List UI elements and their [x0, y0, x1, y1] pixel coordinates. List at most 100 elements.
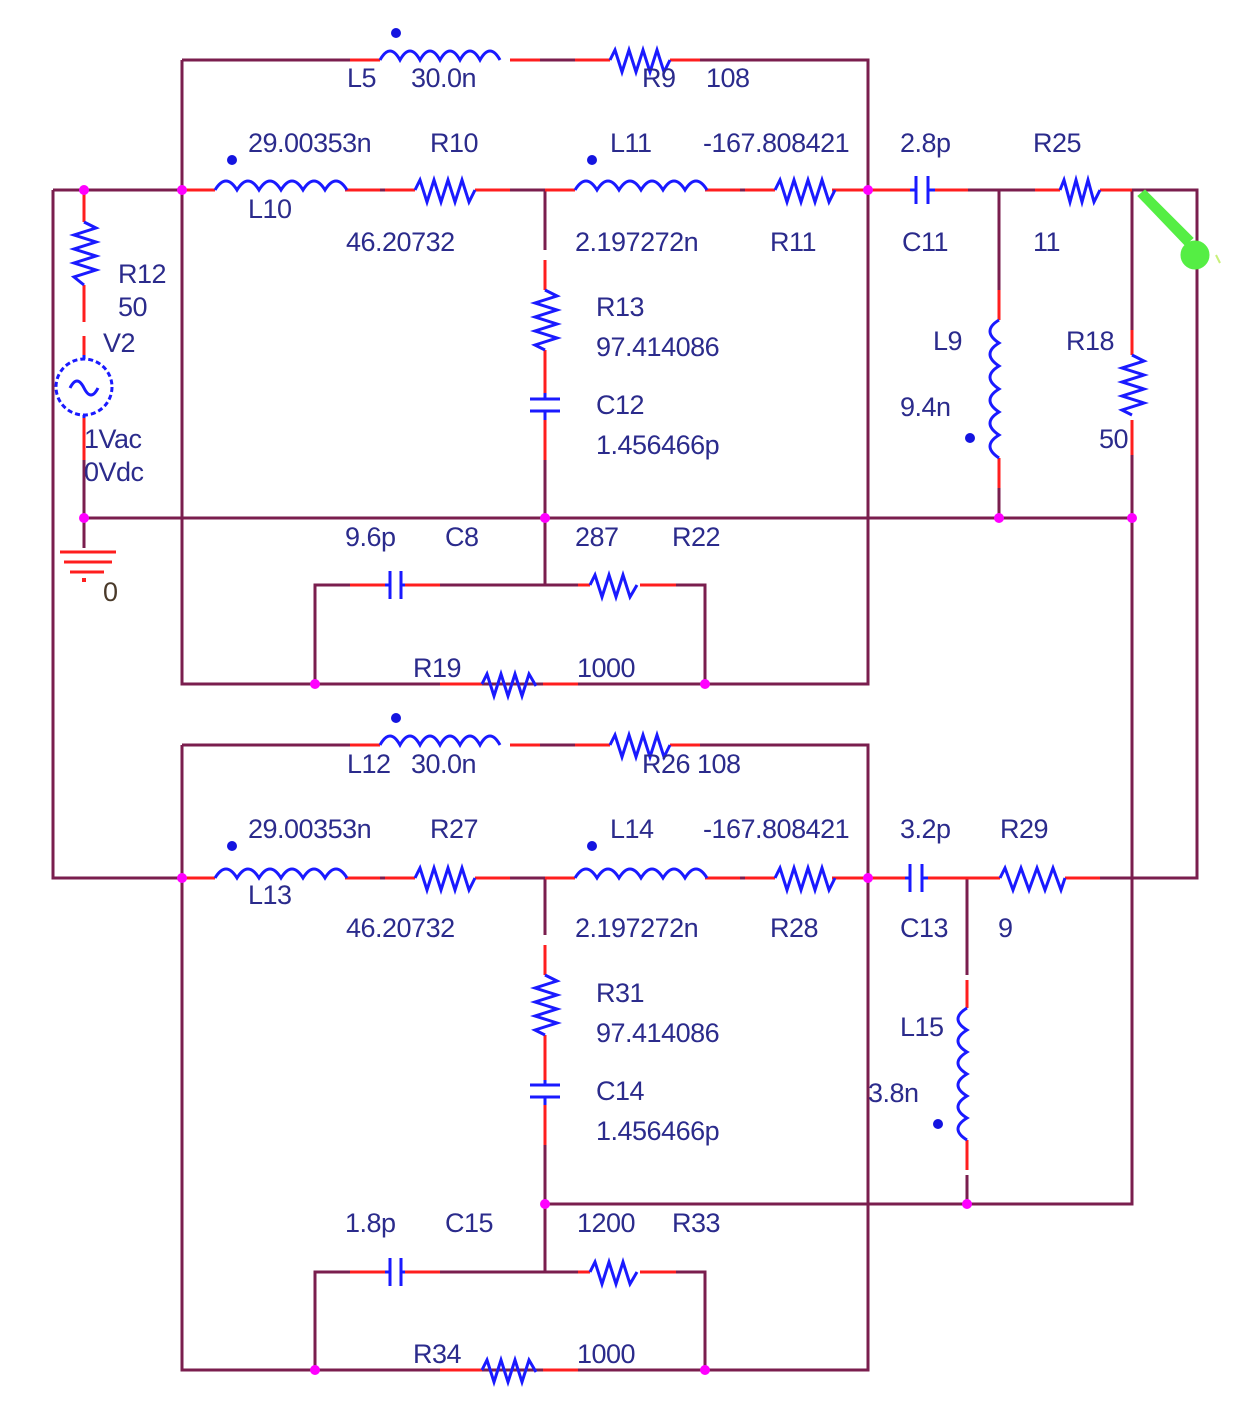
label-r34-ref: R34 — [413, 1339, 462, 1369]
junction-dot — [540, 513, 550, 523]
label-r18-value: 50 — [1099, 424, 1128, 454]
resistor-R19-symbol[interactable] — [480, 669, 538, 701]
label-r19-ref: R19 — [413, 653, 461, 683]
inductor-L13-symbol[interactable] — [213, 867, 349, 881]
label-r12-ref: R12 — [118, 259, 166, 289]
ac-source-V2-symbol[interactable] — [54, 355, 114, 418]
label-l15-value: 3.8n — [868, 1078, 919, 1108]
resistor-R26-symbol[interactable] — [608, 730, 672, 762]
voltage-probe-marker[interactable] — [1137, 189, 1221, 270]
wire-top-fb-right — [676, 583, 707, 684]
inductor-L9-symbol[interactable] — [988, 318, 1002, 460]
label-l12-value: 30.0n — [411, 749, 476, 779]
junction-dot — [863, 185, 873, 195]
wire-top-fb-left — [313, 583, 350, 684]
resistor-R13-symbol[interactable] — [530, 288, 562, 352]
label-c12-value: 1.456466p — [596, 430, 719, 460]
capacitor-C15-symbol[interactable] — [385, 1258, 405, 1286]
label-r33-value: 1200 — [577, 1208, 635, 1238]
label-r26-value: 108 — [697, 749, 741, 779]
capacitor-C8-symbol[interactable] — [385, 571, 405, 599]
resistor-R25-symbol[interactable] — [1058, 174, 1102, 208]
leads — [60, 58, 1134, 1372]
label-r31-value: 97.414086 — [596, 1018, 719, 1048]
junction-dot — [310, 1365, 320, 1375]
capacitor-C13-symbol[interactable] — [905, 864, 928, 892]
wire-top-main-mid — [510, 188, 547, 250]
resistor-R22-symbol[interactable] — [588, 570, 639, 602]
resistor-R31-symbol[interactable] — [530, 973, 562, 1037]
resistor-R11-symbol[interactable] — [773, 175, 837, 207]
junctions — [79, 185, 1137, 1375]
junction-dot — [177, 185, 187, 195]
l14-polarity-dot — [587, 841, 597, 851]
l10-polarity-dot — [227, 155, 237, 165]
label-l13-ref: L13 — [248, 880, 292, 910]
label-r27-value: 46.20732 — [346, 913, 455, 943]
resistor-R34-symbol[interactable] — [480, 1355, 538, 1387]
label-c12-ref: C12 — [596, 390, 644, 420]
capacitor-C12-symbol[interactable] — [530, 393, 560, 420]
capacitor-C11-symbol[interactable] — [910, 176, 935, 204]
l13-polarity-dot — [227, 841, 237, 851]
label-c13-ref: C13 — [900, 913, 948, 943]
l11-polarity-dot — [587, 155, 597, 165]
label-l14-value: 2.197272n — [575, 913, 698, 943]
resistor-R28-symbol[interactable] — [773, 863, 837, 895]
label-c14-value: 1.456466p — [596, 1116, 719, 1146]
resistor-R33-symbol[interactable] — [588, 1257, 639, 1289]
junction-dot — [863, 873, 873, 883]
label-r29-ref: R29 — [1000, 814, 1048, 844]
label-r22-ref: R22 — [672, 522, 720, 552]
inductor-L15-symbol[interactable] — [956, 1006, 970, 1142]
label-l11-value: 2.197272n — [575, 227, 698, 257]
label-r26-ref: R26 — [642, 749, 690, 779]
wire-top-out-r18 — [1100, 188, 1199, 880]
label-c11-ref: C11 — [902, 227, 948, 257]
label-r33-ref: R33 — [672, 1208, 720, 1238]
junction-dot — [1127, 513, 1137, 523]
resistor-R29-symbol[interactable] — [998, 863, 1067, 895]
label-l14-ref: L14 — [610, 814, 654, 844]
label-l15-ref: L15 — [900, 1012, 944, 1042]
junction-dot — [994, 513, 1004, 523]
label-c14-ref: C14 — [596, 1076, 645, 1106]
label-c15-value: 1.8p — [345, 1208, 396, 1238]
ground-symbol-tip — [82, 578, 86, 582]
wire-bot-fb-left — [313, 1270, 350, 1370]
label-r13-ref: R13 — [596, 292, 644, 322]
junction-dot — [79, 513, 89, 523]
inductor-L10-symbol[interactable] — [213, 179, 349, 193]
resistor-R10-symbol[interactable] — [413, 175, 477, 207]
label-r10-ref: R10 — [430, 128, 478, 158]
junction-dot — [700, 679, 710, 689]
junction-dot — [79, 185, 89, 195]
inductor-L11-symbol[interactable] — [573, 179, 709, 193]
label-l10-value: 29.00353n — [248, 128, 371, 158]
resistor-R18-symbol[interactable] — [1117, 353, 1149, 417]
label-l5-value: 30.0n — [411, 63, 476, 93]
l12-polarity-dot — [391, 713, 401, 723]
inductor-L12-symbol[interactable] — [378, 734, 502, 749]
resistor-R9-symbol[interactable] — [608, 45, 672, 77]
label-l13-value: 29.00353n — [248, 814, 371, 844]
label-l12-ref: L12 — [347, 749, 391, 779]
l5-polarity-dot — [391, 28, 401, 38]
inductor-L14-symbol[interactable] — [573, 867, 709, 881]
label-l11-ref: L11 — [610, 128, 652, 158]
inductor-L5-symbol[interactable] — [378, 49, 502, 64]
label-r25-ref: R25 — [1033, 128, 1081, 158]
label-r13-value: 97.414086 — [596, 332, 719, 362]
label-l5-ref: L5 — [347, 63, 376, 93]
labels: R12 50 V2 1Vac 0Vdc 0 L5 30.0n R9 108 29… — [84, 63, 1129, 1369]
label-r29-value: 9 — [998, 913, 1013, 943]
wires — [51, 58, 1199, 1372]
wire-bot-fb-right — [676, 1270, 707, 1370]
resistor-R12-symbol[interactable] — [69, 220, 101, 287]
capacitor-C14-symbol[interactable] — [530, 1080, 560, 1105]
junction-dot — [962, 1199, 972, 1209]
wire-bot-frame — [180, 743, 870, 1372]
resistor-R27-symbol[interactable] — [413, 863, 477, 895]
label-c11-value: 2.8p — [900, 128, 951, 158]
